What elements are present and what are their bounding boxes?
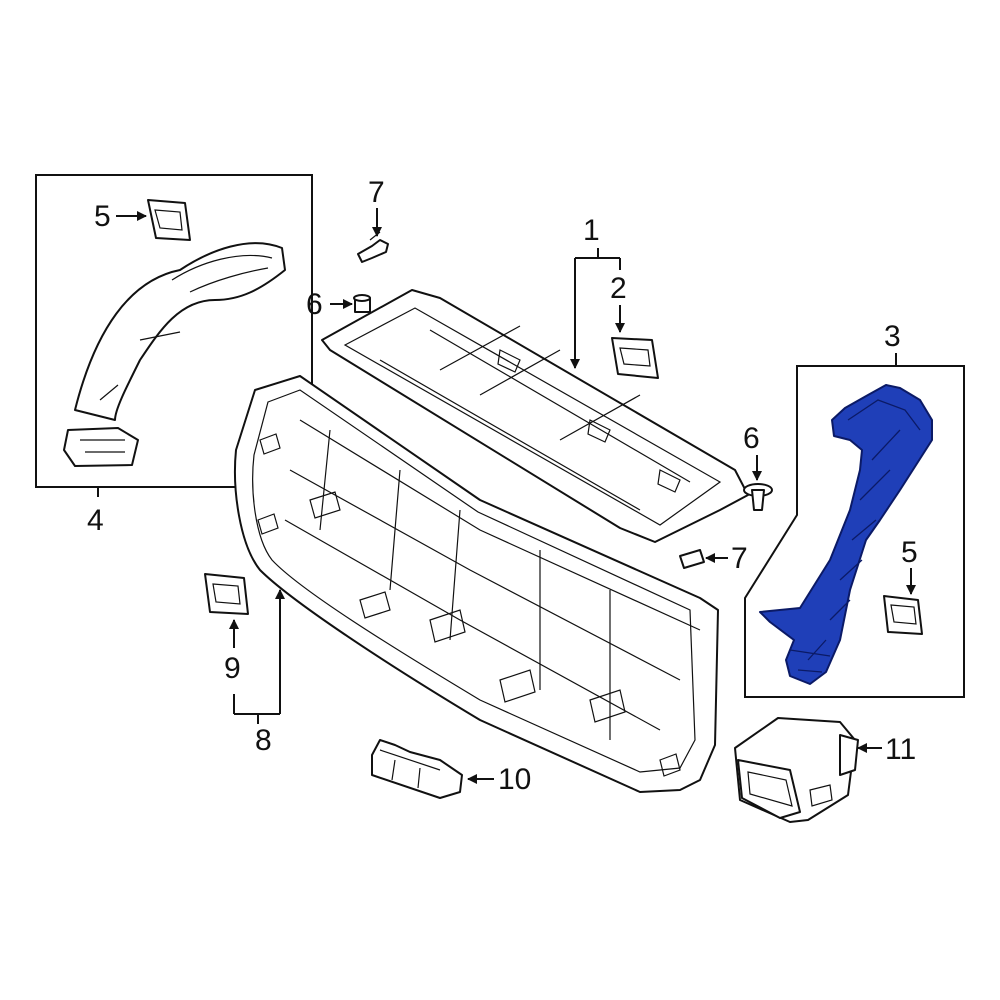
callout-4: 4 [87,504,104,537]
inset-box-right: 3 5 [744,320,965,698]
pin-part-7-top[interactable] [357,231,389,263]
leader-8-9 [233,589,285,724]
callout-2: 2 [610,272,627,305]
callout-9: 9 [224,652,241,685]
switch-part-11[interactable] [734,717,859,823]
clip-part-5-left[interactable] [147,199,191,241]
inset-box-left: 5 4 [35,174,313,537]
clip-part-9[interactable] [204,573,249,615]
pin-part-7-right[interactable] [679,549,705,569]
liftgate-lower-trim-panel[interactable] [234,375,719,793]
screw-part-6-right[interactable] [743,483,773,511]
callout-7-right: 7 [731,542,748,575]
grab-handle-part[interactable] [63,242,286,467]
callout-7-top: 7 [368,176,385,209]
clip-part-2[interactable] [611,337,659,379]
highlighted-handle-part[interactable] [759,384,933,685]
callout-5-right: 5 [901,536,918,569]
callout-6-right: 6 [743,422,760,455]
callout-5-left: 5 [94,200,111,233]
callout-1: 1 [583,214,600,247]
upper-trim-panel[interactable] [321,289,749,543]
cover-part-10[interactable] [371,739,463,799]
callout-6-left: 6 [306,288,323,321]
callout-8: 8 [255,724,272,757]
leader-1-2 [570,248,621,369]
callout-11: 11 [885,733,916,766]
clip-part-5-right[interactable] [883,595,923,635]
callout-10: 10 [498,763,531,796]
grommet-part-6-left[interactable] [353,294,371,313]
callout-3: 3 [884,320,901,353]
